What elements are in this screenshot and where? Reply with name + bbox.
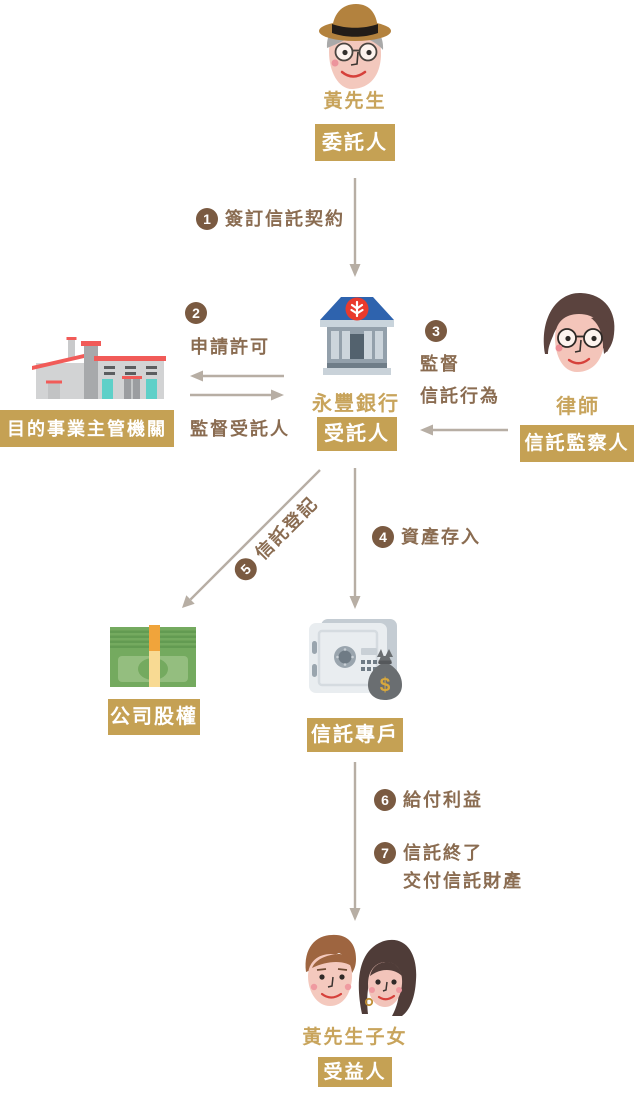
trustor-role-badge: 委託人 bbox=[315, 124, 395, 161]
step3-number-badge: 3 bbox=[425, 320, 447, 342]
arrow-step2-apply-left bbox=[190, 370, 284, 382]
supervisor-role-badge: 信託監察人 bbox=[520, 425, 634, 462]
step6-number-badge: 6 bbox=[374, 789, 396, 811]
shares-role-badge: 公司股權 bbox=[108, 699, 200, 735]
children-icon bbox=[305, 934, 417, 1016]
man-with-hat-icon bbox=[319, 4, 391, 90]
step7-label-line2: 交付信託財產 bbox=[403, 871, 523, 891]
lawyer-icon bbox=[543, 292, 615, 372]
step6: 6 給付利益 bbox=[374, 789, 483, 811]
supervisor-name: 律師 bbox=[556, 396, 600, 418]
money-bag-icon: $ bbox=[368, 649, 402, 700]
step4-number-badge: 4 bbox=[372, 526, 394, 548]
step2-label-apply: 申請許可 bbox=[190, 337, 270, 357]
bank-icon bbox=[320, 297, 394, 375]
account-role-badge: 信託專戶 bbox=[307, 718, 403, 752]
step7-label-line1: 信託終了 bbox=[403, 843, 483, 863]
beneficiary-name: 黃先生子女 bbox=[302, 1027, 408, 1048]
bank-role-badge: 受託人 bbox=[317, 417, 397, 451]
step6-label: 給付利益 bbox=[403, 790, 483, 810]
authority-role-badge: 目的事業主管機關 bbox=[0, 410, 174, 447]
step4: 4 資產存入 bbox=[372, 526, 481, 548]
sinopac-logo-icon bbox=[350, 300, 364, 318]
trustor-name: 黃先生 bbox=[323, 91, 387, 112]
earring-icon bbox=[364, 997, 374, 1007]
arrow-step5-diagonal bbox=[182, 469, 321, 608]
arrow-step2-supervise-right bbox=[190, 389, 284, 401]
money-stack-icon bbox=[110, 625, 196, 687]
step3-label-line1: 監督 bbox=[420, 354, 460, 374]
step1-label: 簽訂信託契約 bbox=[225, 209, 345, 229]
step7: 7 信託終了 bbox=[374, 842, 483, 864]
safe-with-money-bag-icon: $ bbox=[309, 619, 402, 700]
step4-label: 資產存入 bbox=[401, 527, 481, 547]
arrow-step6-7-down bbox=[349, 762, 361, 921]
step3-label-line2: 信託行為 bbox=[420, 386, 500, 406]
step7-number-badge: 7 bbox=[374, 842, 396, 864]
step1: 1 簽訂信託契約 bbox=[196, 208, 345, 230]
step1-number-badge: 1 bbox=[196, 208, 218, 230]
arrow-step3-left bbox=[420, 424, 508, 436]
arrow-step4-down bbox=[349, 468, 361, 609]
step2-label-supervise: 監督受託人 bbox=[190, 419, 290, 439]
step2-number-badge: 2 bbox=[185, 302, 207, 324]
arrow-step1-down bbox=[349, 178, 361, 277]
bank-name: 永豐銀行 bbox=[312, 393, 400, 415]
dollar-sign-icon: $ bbox=[380, 675, 391, 696]
factory-icon bbox=[32, 337, 166, 399]
beneficiary-role-badge: 受益人 bbox=[318, 1057, 392, 1087]
